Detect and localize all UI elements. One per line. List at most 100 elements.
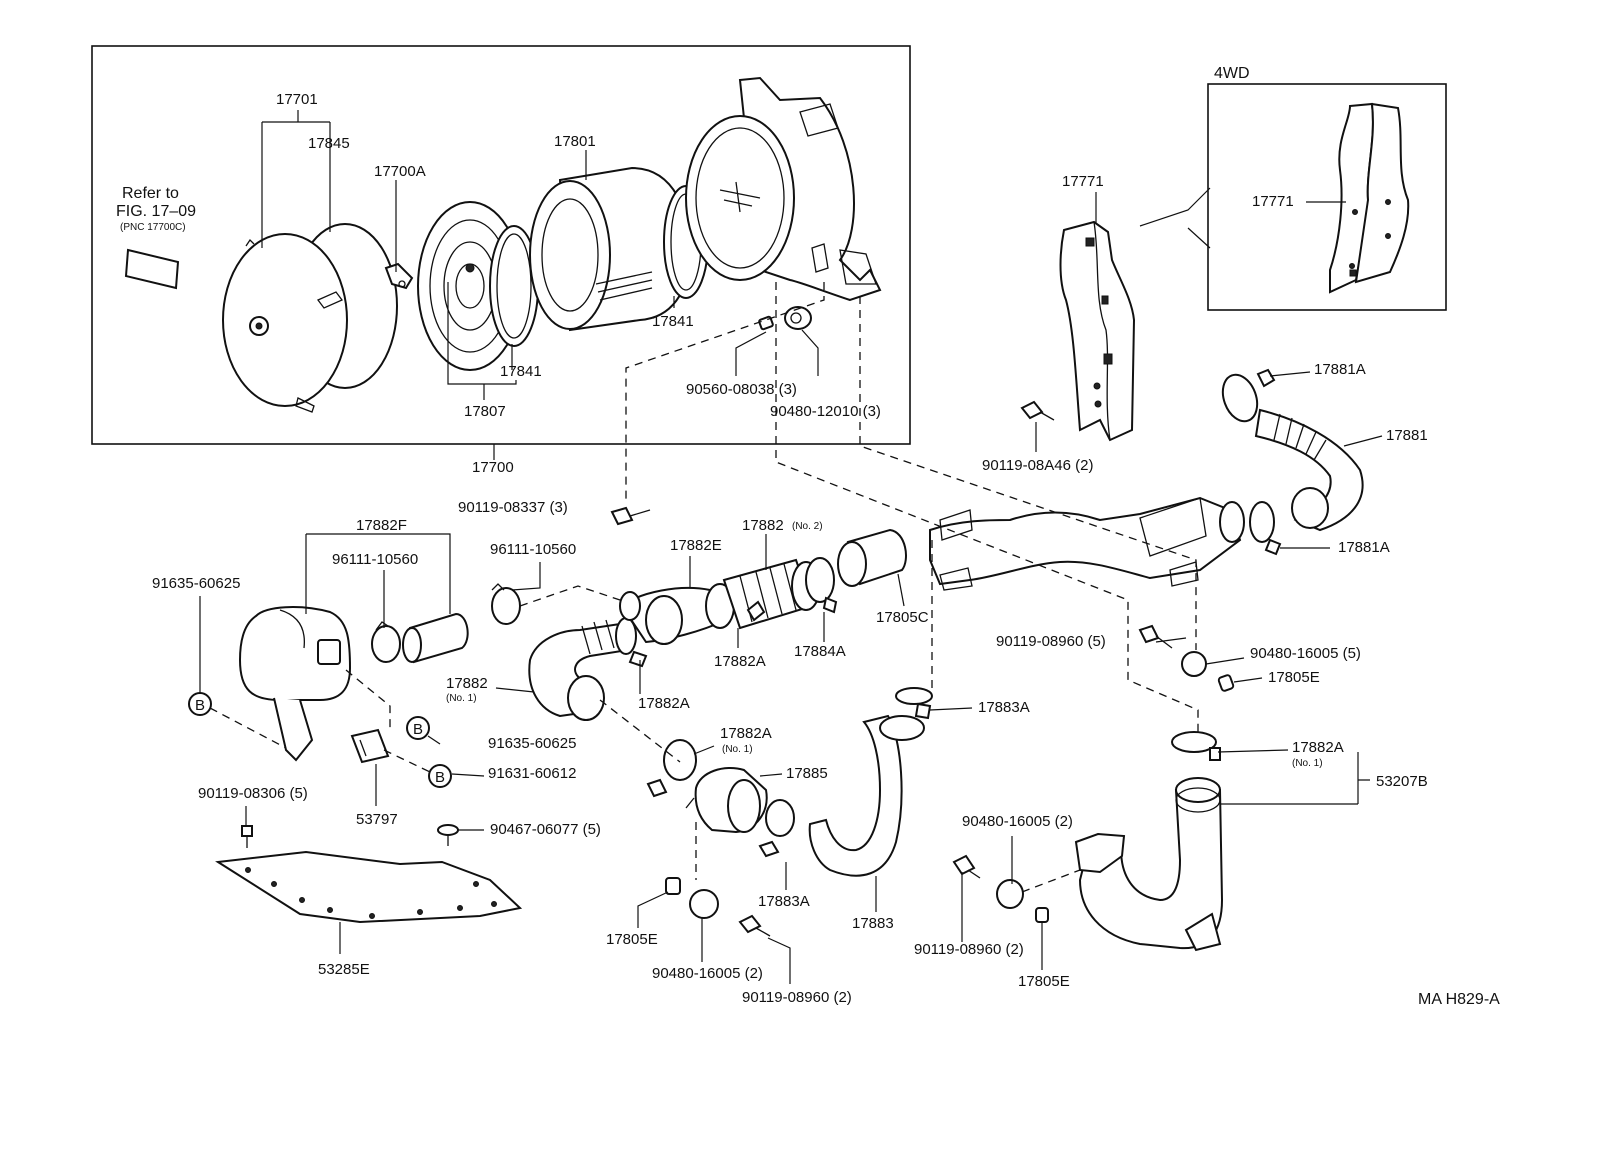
hose-17883 <box>808 687 933 877</box>
sleeve-17882f <box>402 612 469 664</box>
bolt-90119-08a46 <box>1020 400 1055 421</box>
label-17882f: 17882F <box>356 517 407 534</box>
duct-53207b <box>1074 777 1224 952</box>
label-53797: 53797 <box>356 811 398 828</box>
label-17771-main: 17771 <box>1062 173 1104 190</box>
label-90467: 90467-06077 (5) <box>490 821 601 838</box>
refer-note-line1: Refer to <box>122 185 179 202</box>
label-90119-08960-2b: 90119-08960 (2) <box>742 989 852 1006</box>
label-17805e-left: 17805E <box>606 931 658 948</box>
clip-90467 <box>437 824 459 846</box>
label-17807: 17807 <box>464 403 506 420</box>
undercover-53285e <box>215 850 523 924</box>
label-17841-bottom: 17841 <box>500 363 542 380</box>
label-90480-12010: 90480-12010 (3) <box>770 403 881 420</box>
bushing-90560 <box>758 315 774 331</box>
clamp-17882a-b <box>628 650 648 668</box>
dashed-line <box>775 282 1199 732</box>
clamp-17881a-bottom <box>1249 501 1282 556</box>
label-96111-right: 96111-10560 <box>490 541 576 558</box>
label-17883a-top: 17883A <box>978 699 1030 716</box>
label-90480-16005-5: 90480-16005 (5) <box>1250 645 1361 662</box>
bolt-90119-08960-5 <box>1138 624 1173 649</box>
label-17882a-no1: 17882A <box>720 725 772 742</box>
label-90119-08960-5: 90119-08960 (5) <box>996 633 1106 650</box>
label-17700a: 17700A <box>374 163 426 180</box>
collar-17805e-right <box>1217 674 1235 692</box>
resonator-17882f <box>238 606 352 762</box>
label-53285e: 53285E <box>318 961 370 978</box>
elbow-17885 <box>685 767 768 834</box>
screw-90119-08306 <box>241 825 253 848</box>
variant-label: 4WD <box>1214 65 1250 82</box>
label-96111-left: 96111-10560 <box>332 551 418 568</box>
clamp-17882a-a <box>746 600 766 622</box>
label-90480-16005-2b: 90480-16005 (2) <box>652 965 763 982</box>
diagram-code: MA H829-A <box>1418 991 1500 1008</box>
dashed-line <box>519 585 621 607</box>
4wd-callout-line <box>1139 187 1211 249</box>
label-17805e-bottom: 17805E <box>1018 973 1070 990</box>
label-17885: 17885 <box>786 765 828 782</box>
4wd-inset-frame <box>1207 83 1447 311</box>
label-90480-16005-2a: 90480-16005 (2) <box>962 813 1073 830</box>
clamp-17884a <box>805 557 838 614</box>
connector-17805c <box>837 528 907 587</box>
label-17882-no2: 17882 <box>742 517 784 534</box>
clamp-17882a-no1 <box>646 739 697 798</box>
air-cleaner-case <box>685 76 882 302</box>
air-cleaner-cap <box>222 223 398 413</box>
label-90119-08a46: 90119-08A46 (2) <box>982 457 1093 474</box>
dashed-line <box>859 296 1197 650</box>
label-17883a-bottom: 17883A <box>758 893 810 910</box>
dashed-line <box>599 699 681 763</box>
clamp-17883a-top <box>914 702 932 720</box>
air-cleaner-assembly-frame <box>91 45 911 445</box>
duct-17882-no1 <box>528 617 637 721</box>
svg-text:B: B <box>413 721 423 738</box>
marker-b-mid: B <box>406 716 430 740</box>
label-90119-08306: 90119-08306 (5) <box>198 785 308 802</box>
marker-b-left: B <box>188 692 212 716</box>
label-plate <box>124 248 180 290</box>
bolt-90119-08960-2b <box>952 854 981 879</box>
label-17801: 17801 <box>554 133 596 150</box>
label-91635-top: 91635-60625 <box>152 575 240 592</box>
grommet-90480-16005-2b <box>996 879 1024 909</box>
clamp-17883a-bottom <box>758 799 795 858</box>
label-17881: 17881 <box>1386 427 1428 444</box>
hose-17881 <box>1221 373 1364 532</box>
bracket-53797 <box>350 728 390 764</box>
label-17845: 17845 <box>308 135 350 152</box>
dashed-line <box>209 707 287 749</box>
label-17882-no1: 17882 <box>446 675 488 692</box>
bolt-90119-08337 <box>610 506 651 526</box>
label-17881a-bottom: 17881A <box>1338 539 1390 556</box>
label-17805c: 17805C <box>876 609 929 626</box>
label-17882a-a: 17882A <box>714 653 766 670</box>
grommet-90480-16005-5 <box>1181 651 1207 677</box>
label-91635-mid: 91635-60625 <box>488 735 576 752</box>
refer-note-line2: FIG. 17–09 <box>116 203 196 220</box>
bracket-17771-4wd <box>1329 102 1410 294</box>
duct-17882e <box>619 583 735 645</box>
label-90119-08337: 90119-08337 (3) <box>458 499 568 516</box>
clamp-17881a-top <box>1256 368 1276 388</box>
label-17881a-top: 17881A <box>1314 361 1366 378</box>
clamp-96111-left <box>371 621 401 663</box>
clamp-17882a-right <box>1171 731 1221 761</box>
grommet-90480-16005-2a <box>689 889 719 919</box>
dashed-line <box>625 282 825 502</box>
label-17882a-right: 17882A <box>1292 739 1344 756</box>
label-17883: 17883 <box>852 915 894 932</box>
label-17805e-right: 17805E <box>1268 669 1320 686</box>
svg-text:B: B <box>195 697 205 714</box>
leader-lines <box>199 110 1383 984</box>
collar-17805e-bottom <box>1035 907 1049 923</box>
label-17884a: 17884A <box>794 643 846 660</box>
dashed-line <box>383 749 431 773</box>
svg-text:B: B <box>435 769 445 786</box>
bellows-17882-no2 <box>722 558 821 630</box>
label-90119-08960-2a: 90119-08960 (2) <box>914 941 1024 958</box>
